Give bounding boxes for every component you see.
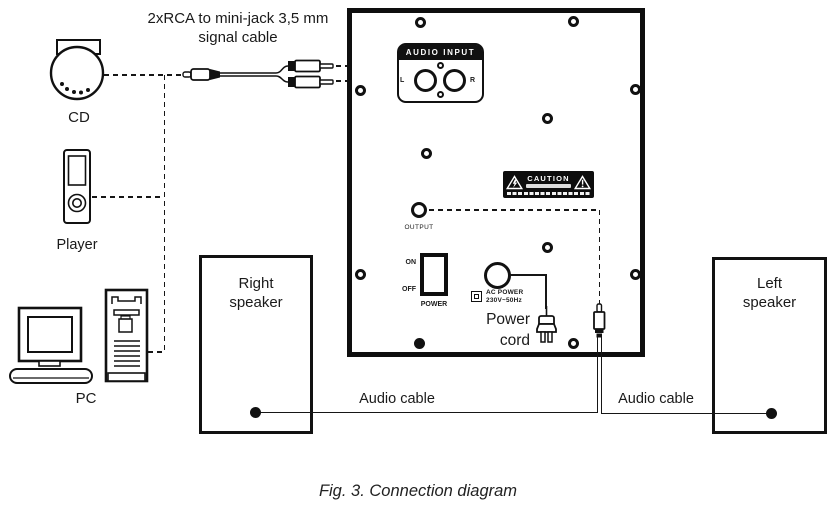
pc-icon (8, 285, 150, 387)
cd-dashed-connector (104, 74, 183, 76)
screw-icon (437, 62, 444, 69)
screw-icon (629, 268, 641, 280)
power-off-label: OFF (402, 286, 416, 293)
screw-icon (541, 241, 553, 253)
power-cord-line (510, 274, 547, 276)
signal-cable-label-line2: signal cable (198, 28, 278, 46)
power-cord-label-line2: cord (499, 332, 530, 349)
caution-fine-print (507, 191, 590, 195)
screw-icon (354, 268, 366, 280)
player-dashed-connector (92, 196, 164, 198)
ac-power-label-line1: AC POWER (486, 289, 524, 296)
audio-cable-label-left: Audio cable (618, 391, 694, 407)
screw-icon (567, 337, 579, 349)
signal-cable-label-line1: 2xRCA to mini-jack 3,5 mm (147, 10, 329, 27)
output-dashed-drop (598, 210, 601, 305)
connection-dot (250, 407, 261, 418)
amplifier-rear-panel (347, 8, 645, 357)
left-speaker-label-line2: speaker (742, 294, 797, 311)
audio-cable-line (596, 337, 599, 413)
screw-icon (567, 15, 579, 27)
power-cord-label: Power cord (466, 309, 530, 351)
audio-cable-line (255, 411, 598, 414)
jack-label-left: L (400, 77, 405, 84)
player-icon (62, 148, 92, 226)
sources-bus-dashed-connector (163, 75, 166, 352)
jack-label-right: R (470, 77, 476, 84)
figure-caption: Fig. 3. Connection diagram (318, 482, 518, 500)
power-cord-line (545, 274, 547, 309)
pc-dashed-connector (148, 351, 164, 353)
connection-dot (766, 408, 777, 419)
rca-plug-icon (590, 303, 608, 339)
output-dashed-connector (429, 209, 600, 211)
signal-cable-label: 2xRCA to mini-jack 3,5 mm signal cable (118, 10, 358, 47)
screw-icon (629, 83, 641, 95)
audio-cable-label-right: Audio cable (359, 391, 435, 407)
ac-power-label: AC POWER 230V~50Hz (486, 289, 523, 304)
audio-cable-line (600, 337, 603, 414)
screw-icon (354, 84, 366, 96)
cd-label: CD (68, 109, 90, 126)
right-speaker: Right speaker (199, 255, 313, 434)
right-speaker-label-line2: speaker (229, 294, 283, 311)
pc-label: PC (75, 390, 97, 407)
player-label: Player (56, 237, 98, 253)
power-cord-label-line1: Power (486, 311, 530, 328)
screw-icon (414, 16, 426, 28)
warning-exclamation-icon (574, 175, 591, 190)
left-speaker: Left speaker (712, 257, 827, 434)
power-switch (420, 253, 448, 296)
ac-power-socket (484, 262, 511, 289)
audio-input-jack-left (414, 69, 437, 92)
screw-icon (437, 91, 444, 98)
screw-icon (420, 147, 432, 159)
caution-title: CAUTION (527, 174, 570, 183)
audio-cable-line (601, 412, 771, 415)
signal-cable-icon (181, 56, 341, 92)
right-speaker-label-line1: Right (238, 275, 274, 292)
left-speaker-label-line1: Left (756, 275, 783, 292)
screw-icon (413, 337, 425, 349)
warning-lightning-icon (506, 175, 523, 190)
output-jack (411, 202, 427, 218)
output-label: OUTPUT (404, 224, 434, 231)
screw-icon (541, 112, 553, 124)
cd-icon (49, 37, 111, 103)
power-cord-icon (535, 306, 557, 350)
class2-insulation-icon (471, 291, 482, 302)
power-on-label: ON (405, 259, 417, 266)
ac-power-label-line2: 230V~50Hz (486, 296, 522, 304)
audio-input-title: AUDIO INPUT (399, 45, 482, 60)
power-switch-label: POWER (420, 301, 448, 308)
caution-fine-print (526, 184, 571, 188)
audio-input-jack-right (443, 69, 466, 92)
caution-label: CAUTION (503, 171, 594, 198)
